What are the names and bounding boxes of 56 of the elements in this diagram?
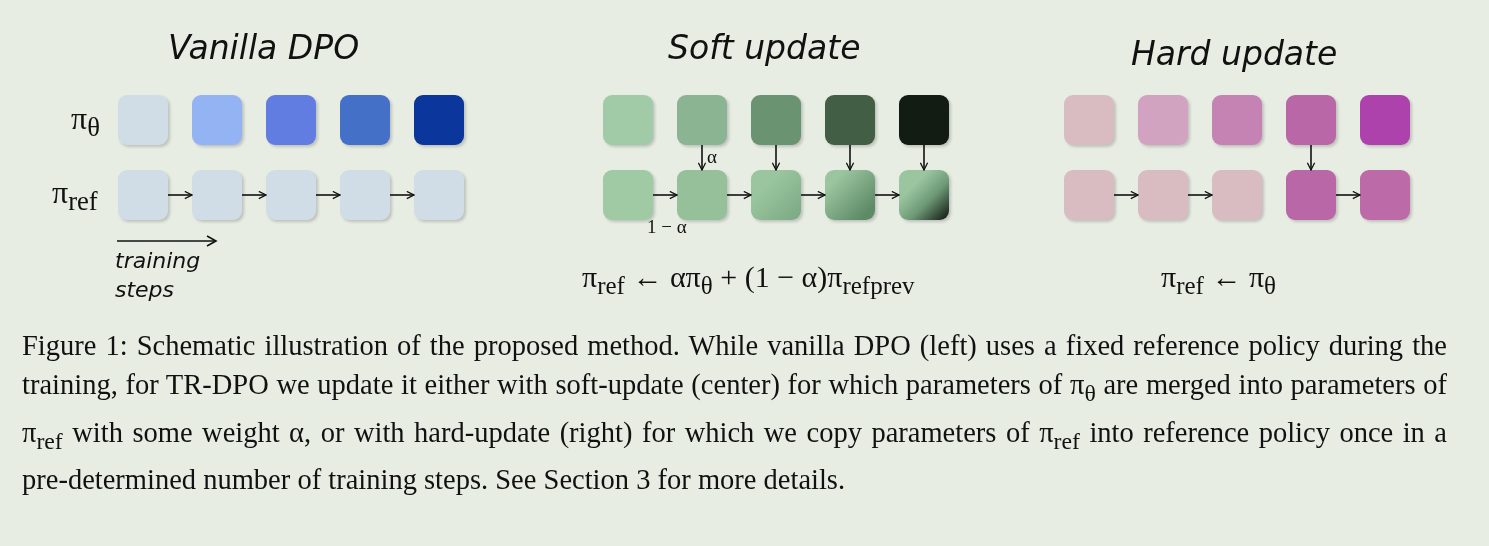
arrow — [1113, 190, 1139, 200]
arrow — [771, 144, 781, 171]
figure-caption: Figure 1: Schematic illustration of the proposed method. While vanilla DPO (left) uses a fixed reference policy during the training, for TR-DPO we update it either with soft-update (center) for which parameters of π$_{θ}$ are merged into parameters of π$_{ref}$ with some weight α, or with hard-update (right) for which we copy parameters of π$_{ref}$ into reference policy once in a pre-determined number of training steps. See Section 3 for more details. — [22, 329, 1447, 498]
formula: π$_{ref}$ ← π$_{θ}$ — [1161, 260, 1277, 300]
policy-block — [340, 95, 390, 145]
policy-block — [1212, 170, 1262, 220]
policy-block — [340, 170, 390, 220]
axis-label: training steps — [115, 247, 202, 304]
policy-block — [677, 170, 727, 220]
policy-block — [751, 95, 801, 145]
arrow — [315, 190, 341, 200]
policy-block — [1138, 170, 1188, 220]
arrow — [1187, 190, 1213, 200]
policy-block — [192, 170, 242, 220]
policy-block — [751, 170, 801, 220]
panel-title: Vanilla DPO — [168, 28, 360, 67]
arrow — [652, 190, 678, 200]
arrow — [697, 144, 707, 171]
arrow — [919, 144, 929, 171]
arrow — [874, 190, 900, 200]
policy-block — [825, 170, 875, 220]
arrow — [241, 190, 267, 200]
policy-block — [1286, 95, 1336, 145]
arrow — [726, 190, 752, 200]
arrow — [389, 190, 415, 200]
policy-block — [677, 95, 727, 145]
policy-block — [1286, 170, 1336, 220]
policy-block — [266, 170, 316, 220]
policy-block — [1212, 95, 1262, 145]
edge-label: 1 − α — [647, 216, 687, 238]
policy-block — [1064, 95, 1114, 145]
policy-block — [603, 95, 653, 145]
row-label: π$_{ref}$ — [52, 174, 98, 218]
row-label: π$_{θ}$ — [71, 100, 100, 144]
panel-title: Soft update — [668, 28, 861, 67]
panel-title: Hard update — [1131, 34, 1338, 73]
arrow — [845, 144, 855, 171]
arrow — [800, 190, 826, 200]
policy-block — [603, 170, 653, 220]
edge-label: α — [707, 146, 717, 168]
policy-block — [414, 95, 464, 145]
policy-block — [266, 95, 316, 145]
arrow — [1335, 190, 1361, 200]
arrow — [167, 190, 193, 200]
policy-block — [899, 95, 949, 145]
policy-block — [118, 170, 168, 220]
policy-block — [1360, 170, 1410, 220]
arrow — [1306, 144, 1316, 171]
policy-block — [192, 95, 242, 145]
policy-block — [825, 95, 875, 145]
policy-block — [414, 170, 464, 220]
policy-block — [1138, 95, 1188, 145]
policy-block — [118, 95, 168, 145]
policy-block — [1360, 95, 1410, 145]
policy-block — [1064, 170, 1114, 220]
policy-block — [899, 170, 949, 220]
